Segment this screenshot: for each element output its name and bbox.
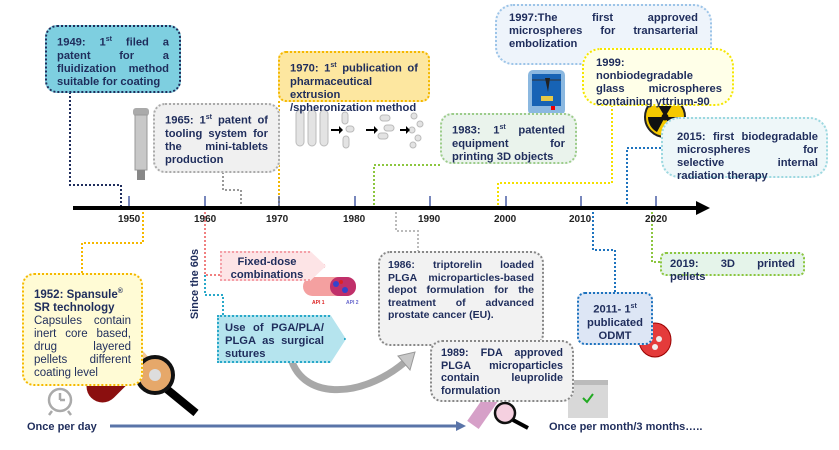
api1-label: API 1	[312, 300, 325, 306]
year-tick-label: 1990	[418, 214, 441, 225]
connector-1986	[395, 212, 419, 251]
connector-1949	[69, 92, 122, 206]
tablet-punch-icon	[133, 108, 149, 180]
connector-2011	[592, 212, 616, 292]
connector-1965	[222, 172, 242, 206]
sutures-label: Use of PGA/PLA/ PLGA as surgical sutures	[217, 315, 346, 363]
year-tick-label: 1950	[118, 214, 141, 225]
curved-arrow-head	[397, 351, 416, 372]
calendar-icon	[568, 380, 608, 418]
year-tick-label: 1960	[194, 214, 217, 225]
3d-printer-icon	[528, 70, 565, 115]
dosing-end-label: Once per month/3 months…..	[549, 421, 703, 433]
api2-label: API 2	[346, 300, 359, 306]
dosing-start-label: Once per day	[27, 421, 97, 433]
event-2015: 2015: first biodegradable microspheres f…	[661, 117, 828, 182]
connector-1952	[81, 212, 144, 273]
event-1999: 1999: nonbiodegradable glass microsphere…	[582, 48, 734, 108]
event-1970: 1970: 1st publication of pharmaceutical …	[278, 51, 430, 114]
year-tick-label: 2000	[494, 214, 517, 225]
event-2019: 2019: 3D printed pellets	[660, 252, 805, 283]
fixed-dose-combinations-label: Fixed-dose combinations	[220, 251, 326, 281]
connector-fixed-dose	[204, 212, 220, 276]
year-tick-label: 2020	[645, 214, 668, 225]
event-1986: 1986: triptorelin loaded PLGA microparti…	[378, 251, 544, 346]
curved-arrow	[286, 354, 408, 394]
since-60s-label: Since the 60s	[189, 248, 201, 320]
event-1949: 1949: 1st filed a patent for a fluidizat…	[45, 25, 181, 93]
event-1983: 1983: 1st patented equipment for printin…	[440, 113, 577, 164]
event-1989: 1989: FDA approved PLGA microparticles c…	[430, 340, 574, 402]
alarm-clock-icon	[47, 387, 73, 416]
dosing-arrow	[110, 421, 466, 431]
timeline-arrowhead	[696, 201, 710, 215]
connector-2015	[626, 147, 661, 206]
axis-ticks	[128, 196, 657, 206]
connector-2019	[651, 212, 660, 263]
arrow-icons	[331, 126, 410, 134]
year-tick-label: 1970	[266, 214, 289, 225]
connector-1983	[373, 164, 440, 206]
connector-sutures	[204, 275, 224, 315]
extrusion-spheronization-icon	[295, 109, 424, 149]
year-tick-label: 1980	[343, 214, 366, 225]
year-tick-label: 2010	[569, 214, 592, 225]
event-1965: 1965: 1st patent of tooling system for t…	[153, 103, 280, 173]
capsule-fixed-dose-icon	[303, 277, 356, 296]
